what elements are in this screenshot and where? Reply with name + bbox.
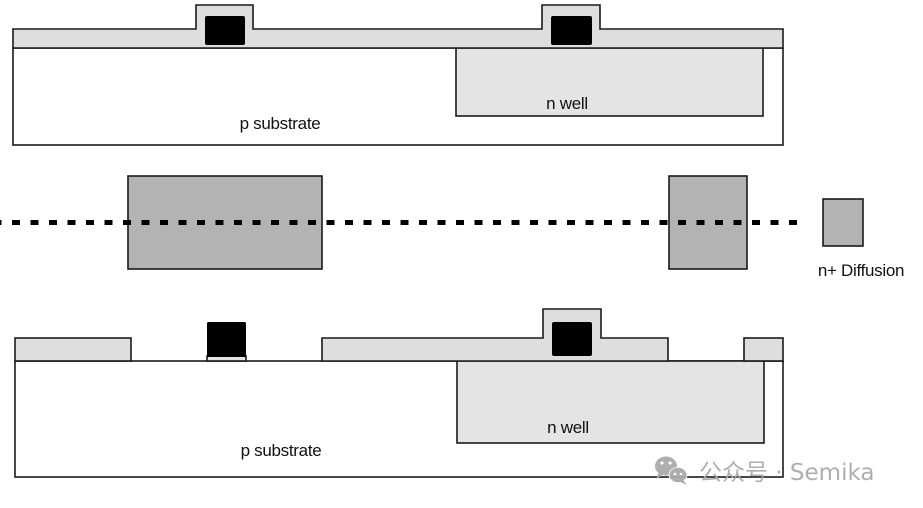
mask-view: n+ Diffusion bbox=[0, 175, 904, 280]
bottom-well-label: n well bbox=[547, 418, 589, 437]
top-substrate-label: p substrate bbox=[240, 114, 321, 133]
wechat-icon bbox=[655, 456, 688, 485]
top-cross-section: p substrate n well bbox=[12, 4, 784, 146]
bottom-n-well bbox=[456, 360, 765, 444]
bottom-gate-nmos bbox=[207, 322, 246, 357]
bottom-cross-section: p substrate n well bbox=[14, 308, 784, 478]
bottom-oxide-left bbox=[14, 337, 132, 362]
legend: n+ Diffusion bbox=[818, 198, 904, 280]
top-well-label: n well bbox=[546, 94, 588, 113]
top-gate-nmos bbox=[205, 16, 245, 45]
top-gate-pmos bbox=[551, 16, 592, 45]
watermark-text: 公众号 · Semika bbox=[699, 460, 875, 486]
top-n-well bbox=[455, 47, 764, 117]
bottom-substrate-label: p substrate bbox=[241, 441, 322, 460]
bottom-gate-pmos bbox=[552, 322, 592, 356]
watermark: 公众号 · Semika bbox=[655, 456, 875, 486]
bottom-oxide-middle bbox=[321, 308, 669, 362]
top-oxide-layer bbox=[12, 4, 784, 49]
legend-label-diffusion: n+ Diffusion bbox=[818, 261, 904, 280]
legend-swatch-diffusion bbox=[822, 198, 864, 247]
bottom-oxide-right bbox=[743, 337, 784, 362]
